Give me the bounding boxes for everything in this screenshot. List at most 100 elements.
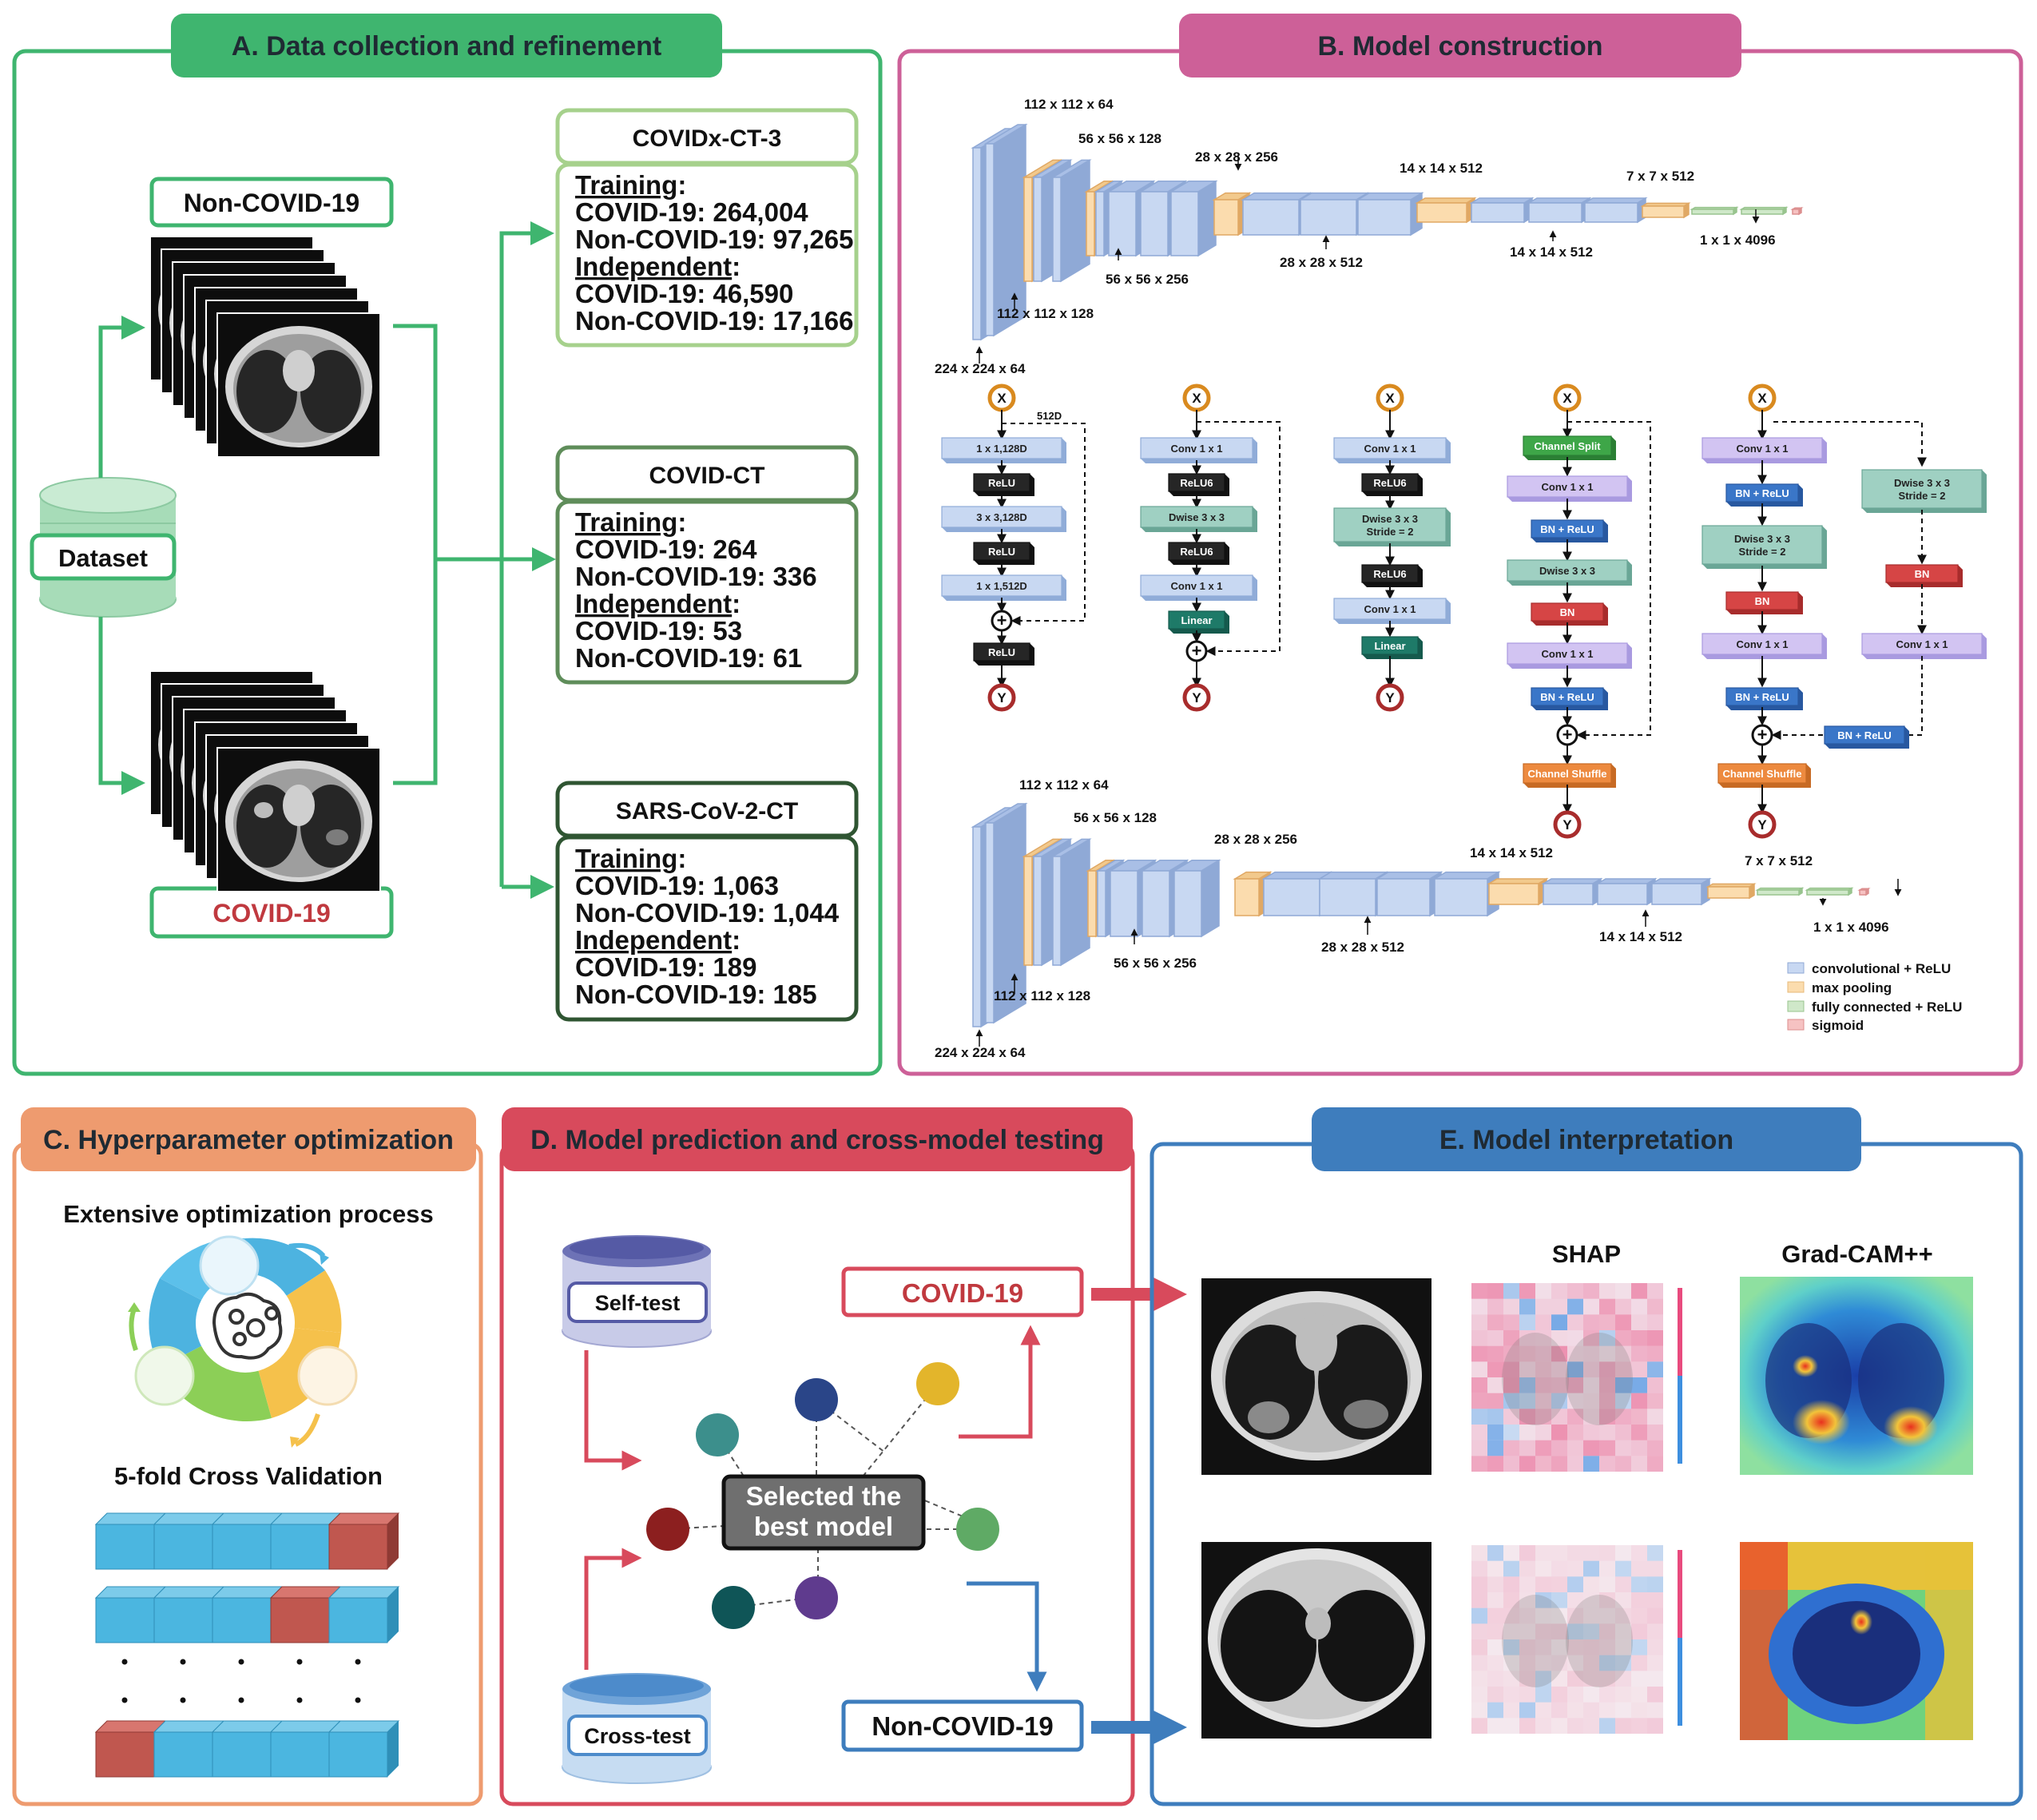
vgg-label: 14 x 14 x 512 [1599, 929, 1682, 944]
layer-block [1487, 877, 1549, 906]
arch-block-label: Linear [1181, 614, 1212, 626]
ellipsis-dot [121, 1697, 128, 1703]
layer-block [1050, 159, 1092, 283]
y-output-symbol: Y [1562, 817, 1572, 833]
arch-block: BN + ReLU [1725, 483, 1803, 507]
arch-block: ReLU6 [1168, 473, 1229, 496]
dataset-name: COVIDx-CT-3 [633, 125, 782, 152]
arch-block-label: 1 x 1,512D [976, 580, 1027, 592]
cv-fold-block [269, 1586, 342, 1643]
covid-output: COVID-19 [841, 1266, 1084, 1317]
arch-block: Channel Shuffle [1717, 763, 1811, 788]
arch-block-label: BN + ReLU [1540, 691, 1594, 703]
cv-fold-block [211, 1720, 284, 1778]
train-covid: COVID-19: 1,063 [575, 871, 779, 900]
vgg-label: 28 x 28 x 256 [1195, 149, 1278, 165]
panel-c-title: C. Hyperparameter optimization [43, 1125, 454, 1155]
arch-block-label: Conv 1 x 1 [1736, 638, 1788, 650]
arch-block: Conv 1 x 1 [1861, 633, 1987, 659]
cv-fold-block [269, 1720, 342, 1778]
layer-block [1415, 197, 1477, 224]
panel-b: B. Model construction 112 x 112 x 64 56 … [897, 14, 2023, 1076]
layer-block [1050, 838, 1092, 967]
panel-d: D. Model prediction and cross-model test… [499, 1107, 1187, 1806]
arch-block: ReLU [973, 473, 1034, 496]
dataset-card-sarscov2: SARS-CoV-2-CT Training: COVID-19: 1,063 … [555, 781, 859, 1022]
arch-block-label: ReLU [988, 546, 1015, 558]
ellipsis-dot [238, 1659, 244, 1665]
ellipsis-dot [180, 1659, 186, 1665]
arch-block-label: ReLU6 [1180, 477, 1213, 489]
vgg-label: 1 x 1 x 4096 [1813, 920, 1889, 935]
y-output-symbol: Y [1757, 817, 1767, 833]
arch-block: Dwise 3 x 3 [1140, 506, 1257, 532]
dataset-card-covidx: COVIDx-CT-3 Training: COVID-19: 264,004 … [555, 108, 859, 348]
y-output-node: Y [1553, 810, 1582, 839]
arch-block: 3 x 3,128D [941, 506, 1066, 532]
x-input-node: X [1748, 383, 1777, 412]
y-output-symbol: Y [1192, 690, 1201, 705]
vgg-label: 56 x 56 x 128 [1078, 131, 1161, 146]
add-node: + [991, 610, 1013, 632]
arch-block: Conv 1 x 1 [1701, 437, 1827, 463]
covid-ct-stack: COVID-19 [149, 670, 394, 939]
vgg-label: 7 x 7 x 512 [1745, 853, 1813, 868]
svg-text:Training:: Training: [575, 844, 686, 873]
add-node: + [1185, 640, 1208, 662]
y-output-node: Y [1748, 810, 1777, 839]
arch-block-label: Dwise 3 x 3 [1734, 533, 1790, 545]
arch-block-label: Channel Shuffle [1528, 768, 1607, 780]
x-input-node: X [1182, 383, 1211, 412]
layer-block [1755, 887, 1805, 896]
architecture-legend: convolutional + ReLU max pooling fully c… [1787, 961, 1962, 1033]
vgg-label: 112 x 112 x 64 [1024, 97, 1114, 112]
arch-block-label: BN + ReLU [1540, 523, 1594, 535]
panel-e-title: E. Model interpretation [1439, 1125, 1733, 1155]
arch-block-label: Conv 1 x 1 [1541, 648, 1593, 660]
train-non-covid: Non-COVID-19: 97,265 [575, 225, 853, 254]
x-input-node: X [1553, 383, 1582, 412]
arch-block: Dwise 3 x 3 [1507, 559, 1632, 586]
layer-block [1857, 887, 1871, 896]
svg-text:Independent:: Independent: [575, 589, 741, 618]
layer-block [1541, 877, 1603, 906]
layer-block [1172, 859, 1221, 938]
arch-block-label: Conv 1 x 1 [1364, 443, 1416, 455]
arch-block-label: Channel Shuffle [1723, 768, 1802, 780]
arch-block: Channel Shuffle [1523, 763, 1616, 788]
arch-block-label: Channel Split [1534, 440, 1601, 452]
indep-covid: COVID-19: 189 [575, 952, 756, 982]
layer-block [1650, 877, 1712, 906]
vgg-label: 56 x 56 x 128 [1074, 810, 1157, 825]
vgg-label: 28 x 28 x 256 [1214, 832, 1297, 847]
plus-symbol: + [1757, 725, 1768, 745]
dataset-label: Dataset [58, 544, 148, 572]
dataset-cylinder: Dataset [30, 477, 177, 618]
vgg-label: 224 x 224 x 64 [935, 361, 1026, 376]
layer-block [1375, 871, 1443, 917]
arch-block-label: Dwise 3 x 3 [1539, 565, 1595, 577]
layer-block [1469, 197, 1535, 224]
arch-block: Conv 1 x 1 [1333, 598, 1451, 624]
panel-e: E. Model interpretation SHAP Grad-CAM++ [1150, 1107, 2023, 1806]
plus-symbol: + [1192, 641, 1202, 661]
layer-block [983, 802, 1028, 1024]
arch-block-label: ReLU [988, 646, 1015, 658]
arch-block-label: BN [1560, 606, 1575, 618]
arch-block-label: Conv 1 x 1 [1170, 580, 1222, 592]
vgg-label: 224 x 224 x 64 [935, 1045, 1026, 1060]
arch-block-label: BN [1755, 595, 1770, 607]
cv-fold-block [328, 1586, 400, 1643]
arch-block: ReLU6 [1361, 473, 1423, 496]
legend-pool: max pooling [1812, 980, 1892, 995]
cv-fold-block [94, 1512, 167, 1570]
arch-block: Conv 1 x 1 [1333, 437, 1451, 463]
svg-text:Independent:: Independent: [575, 252, 741, 281]
layer-block [1527, 197, 1592, 224]
vgg-label: 56 x 56 x 256 [1114, 956, 1197, 971]
shap-map-covid [1471, 1283, 1682, 1472]
arch-block: Conv 1 x 1 [1507, 642, 1632, 669]
vgg-label: 7 x 7 x 512 [1626, 169, 1694, 184]
optimization-cycle [128, 1235, 358, 1448]
